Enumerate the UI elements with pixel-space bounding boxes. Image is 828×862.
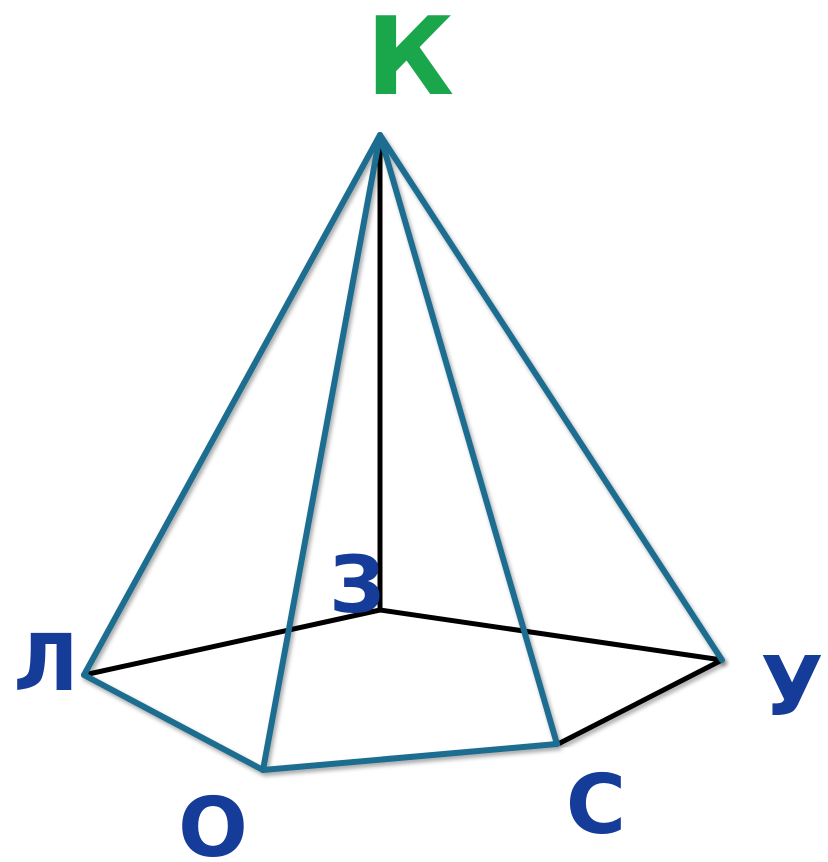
edge-lateral-ku: [377, 132, 725, 663]
edge-base-lo: [81, 672, 266, 773]
label-right: У: [760, 640, 823, 735]
label-left: Л: [14, 619, 79, 709]
edge-lateral-ks: [377, 132, 560, 747]
edge-base-lz: [81, 607, 383, 678]
label-apex: К: [366, 0, 454, 120]
visible-edges: [81, 132, 725, 773]
label-center: З: [329, 541, 384, 631]
edge-base-os: [260, 741, 560, 773]
hidden-edges: [81, 132, 725, 746]
edge-lateral-ko: [260, 132, 383, 773]
edge-lateral-kl: [81, 132, 383, 678]
label-front-right: С: [566, 758, 626, 853]
label-front-left: О: [178, 781, 248, 862]
edge-base-su: [557, 657, 725, 746]
edge-base-zu: [377, 607, 725, 663]
